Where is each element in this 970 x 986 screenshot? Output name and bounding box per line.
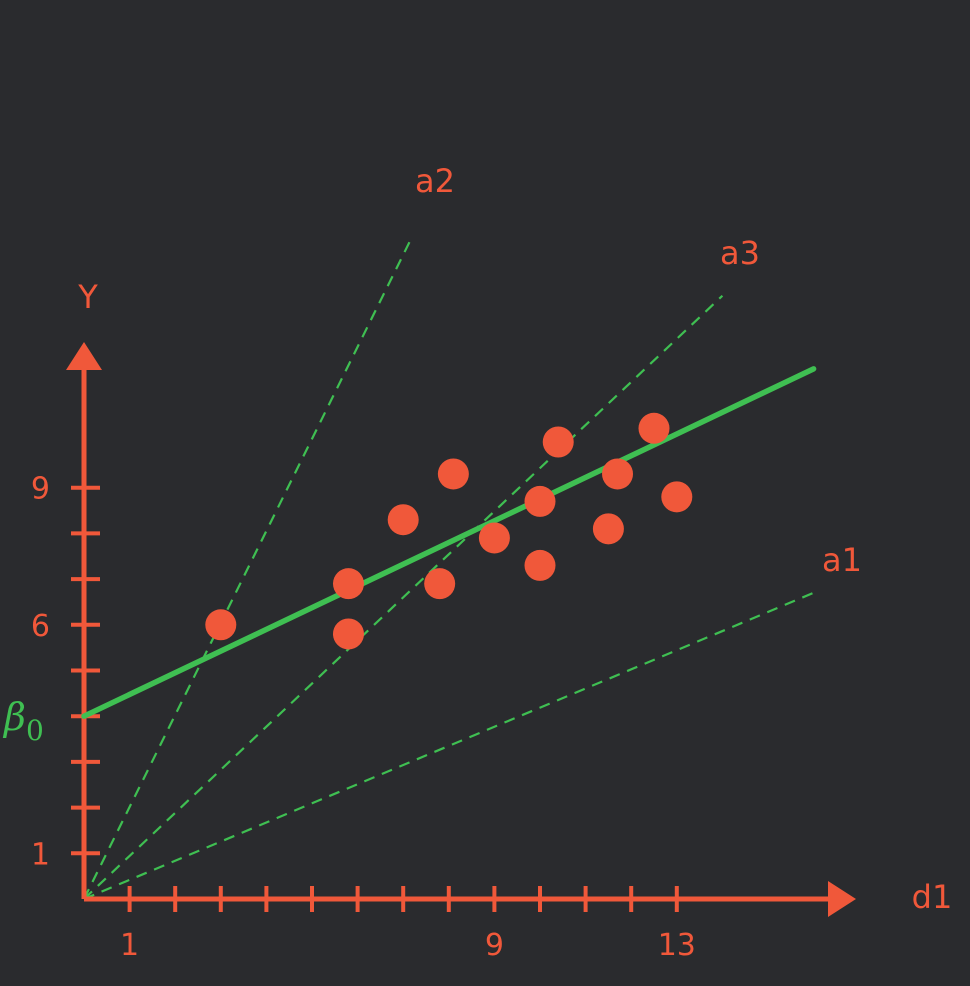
reference-line-a1 [83,591,815,901]
reference-label-a3: a3 [720,234,760,272]
data-point [332,568,364,600]
reference-line-a3 [83,294,724,900]
axes [66,342,856,917]
x-tick-label: 9 [485,928,504,963]
data-point [387,504,419,536]
x-tick-label: 1 [120,928,139,963]
data-point [524,485,556,517]
data-point [661,481,693,513]
x-axis-arrowhead [828,881,856,917]
data-point [332,618,364,650]
y-tick-label: 9 [31,472,50,507]
data-point [524,549,556,581]
data-point [542,426,574,458]
intercept-subscript: 0 [26,714,44,747]
data-point [592,513,624,545]
fit-line [81,366,817,719]
data-point [602,458,634,490]
intercept-label: β0 [2,695,44,747]
data-point [424,568,456,600]
intercept-symbol: β [2,695,26,739]
y-tick-label: 1 [31,837,50,872]
reference-label-a2: a2 [415,162,455,200]
regression-line [81,366,817,719]
reference-line-a2 [83,235,414,900]
y-tick-label: 6 [31,609,50,644]
x-axis-label: d1 [912,878,953,916]
data-points [205,412,693,650]
y-axis-label: Y [77,278,98,316]
reference-label-a1: a1 [822,541,862,579]
data-point [638,412,670,444]
data-point [478,522,510,554]
chart-labels: 1 9 13 1 6 9 Yd1 a1 a2 a3 β0 [2,162,952,963]
data-point [437,458,469,490]
reference-lines [83,235,815,901]
x-tick-label: 13 [658,928,696,963]
y-axis-arrowhead [66,342,102,370]
data-point [205,609,237,641]
